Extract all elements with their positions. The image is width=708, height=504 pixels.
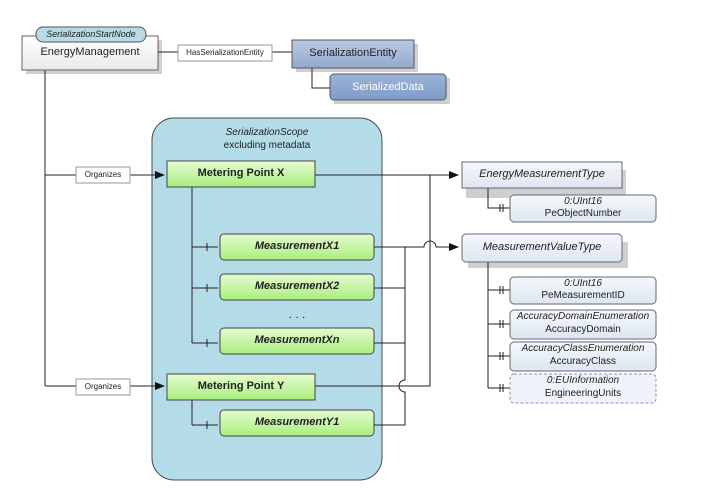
property-name-label: EngineeringUnits [544,388,622,399]
reference-tick-marks [206,204,504,429]
measurement-node[interactable] [219,273,375,301]
property-node[interactable] [509,341,657,372]
measurement-label: MeasurementY1 [254,416,340,428]
scope-title: SerializationScope [225,127,309,138]
property-node[interactable] [509,309,657,340]
property-type-label: 0:UInt16 [564,278,602,289]
scope-subtitle: excluding metadata [223,140,311,151]
reference-label-box [75,166,131,184]
serialized-data-node[interactable] [329,73,447,101]
metering-point-x-label: Metering Point X [197,167,285,179]
measurement-value-type-label: MeasurementValueType [482,241,602,253]
energy-management-label: EnergyManagement [40,46,140,58]
property-type-label: AccuracyClassEnumeration [521,343,645,354]
connector-lines [44,51,510,426]
reference-label-box [177,44,273,62]
property-name-label: AccuracyClass [549,356,617,367]
organizes-label-y: Organizes [84,382,122,391]
metering-point-y-node[interactable] [166,373,316,401]
ellipsis: . . . [288,307,306,321]
property-name-label: AccuracyDomain [545,324,621,335]
property-name-label: PeObjectNumber [544,208,622,219]
property-name-label: PeMeasurementID [541,290,625,301]
metering-point-x-node[interactable] [166,160,316,188]
measurement-node[interactable] [219,409,375,437]
energy-measurement-type-label: EnergyMeasurementType [479,168,605,180]
property-node-optional[interactable] [509,373,657,404]
measurement-label: MeasurementXn [254,334,340,346]
serialized-data-label: SerializedData [352,81,424,93]
serialization-entity-node[interactable] [291,39,415,69]
start-node-badge [35,26,147,43]
measurement-node[interactable] [219,233,375,261]
organizes-label-x: Organizes [84,170,122,179]
metering-point-y-label: Metering Point Y [197,380,285,392]
property-type-label: 0:UInt16 [564,196,602,207]
measurement-value-type-node[interactable] [461,233,623,263]
has-serialization-entity-label: HasSerializationEntity [186,48,264,57]
energy-measurement-type-node[interactable] [461,161,623,189]
measurement-label: MeasurementX2 [254,280,340,292]
property-node[interactable] [509,276,657,305]
serialization-entity-label: SerializationEntity [309,47,397,59]
property-type-label: 0:EUInformation [546,375,620,386]
measurement-node[interactable] [219,327,375,355]
start-node-badge-label: SerializationStartNode [46,29,136,39]
property-type-label: AccuracyDomainEnumeration [516,311,650,322]
reference-label-box [75,378,131,396]
property-node[interactable] [509,194,657,223]
measurement-label: MeasurementX1 [254,240,340,252]
